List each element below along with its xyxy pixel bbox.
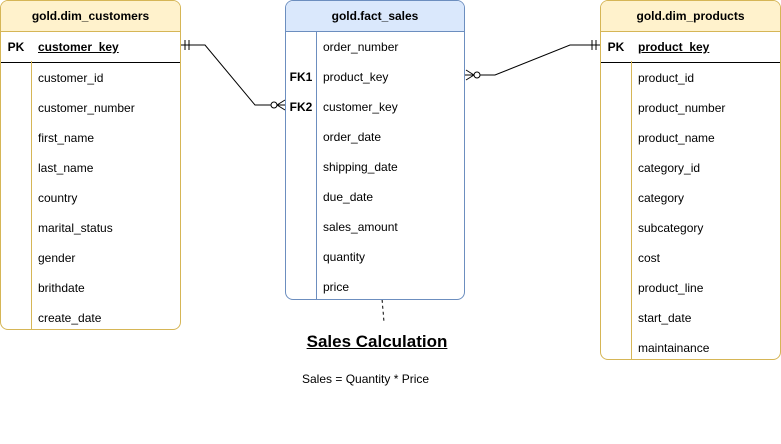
field-row: gender	[1, 243, 180, 273]
field-row: subcategory	[601, 213, 780, 243]
field-name: product_id	[638, 71, 695, 85]
field-name: category	[638, 191, 685, 205]
field-name: product_key	[638, 40, 710, 54]
field-name: quantity	[323, 250, 366, 264]
field-row: customer_number	[1, 93, 180, 123]
field-row: product_id	[601, 63, 780, 93]
fk-label: FK1	[289, 70, 313, 84]
customer-relationship-line	[181, 40, 286, 111]
field-row: category_id	[601, 153, 780, 183]
key-column-divider	[631, 61, 632, 359]
fact-sales-table: gold.fact_sales order_number FK1 product_…	[285, 0, 465, 300]
field-name: first_name	[38, 131, 95, 145]
field-row: marital_status	[1, 213, 180, 243]
field-name: brithdate	[38, 281, 85, 295]
field-row: create_date	[1, 303, 180, 329]
field-name: product_line	[638, 281, 704, 295]
field-name: last_name	[38, 161, 94, 175]
dim-customers-title: gold.dim_customers	[1, 1, 180, 32]
field-name: start_date	[638, 311, 692, 325]
field-row: first_name	[1, 123, 180, 153]
field-name: sales_amount	[323, 220, 398, 234]
key-label	[286, 122, 316, 152]
key-column-divider	[31, 61, 32, 329]
field-row: cost	[601, 243, 780, 273]
field-name: product_name	[638, 131, 715, 145]
field-row: FK2 customer_key	[286, 92, 464, 122]
field-row: sales_amount	[286, 212, 464, 242]
key-label	[286, 242, 316, 272]
pk-label: PK	[7, 40, 25, 54]
key-label	[286, 182, 316, 212]
field-name: product_key	[323, 70, 389, 84]
field-row: shipping_date	[286, 152, 464, 182]
field-row: FK1 product_key	[286, 62, 464, 92]
field-row: price	[286, 272, 464, 299]
field-row: due_date	[286, 182, 464, 212]
field-name: due_date	[323, 190, 374, 204]
key-label	[286, 32, 316, 62]
field-name: customer_id	[38, 71, 104, 85]
field-row: product_line	[601, 273, 780, 303]
field-row: order_date	[286, 122, 464, 152]
dim-customers-table: gold.dim_customers PK customer_key custo…	[0, 0, 181, 330]
field-name: gender	[38, 251, 76, 265]
field-name: order_date	[323, 130, 382, 144]
field-name: shipping_date	[323, 160, 398, 174]
key-label	[286, 272, 316, 299]
field-row: product_name	[601, 123, 780, 153]
field-name: order_number	[323, 40, 399, 54]
field-row: customer_id	[1, 63, 180, 93]
field-name: customer_key	[323, 100, 398, 114]
field-row: order_number	[286, 32, 464, 62]
pk-row: PK customer_key	[1, 32, 180, 63]
field-row: category	[601, 183, 780, 213]
pk-label: PK	[607, 40, 625, 54]
field-name: marital_status	[38, 221, 113, 235]
field-name: subcategory	[638, 221, 704, 235]
fact-sales-title: gold.fact_sales	[286, 1, 464, 32]
note-title: Sales Calculation	[306, 332, 448, 351]
field-row: country	[1, 183, 180, 213]
key-label	[286, 152, 316, 182]
field-row: start_date	[601, 303, 780, 333]
field-name: product_number	[638, 101, 726, 115]
field-name: create_date	[38, 311, 102, 325]
field-row: quantity	[286, 242, 464, 272]
field-name: category_id	[638, 161, 701, 175]
key-label	[286, 212, 316, 242]
product-relationship-line	[465, 40, 600, 81]
dim-products-table: gold.dim_products PK product_key product…	[600, 0, 781, 360]
field-row: product_number	[601, 93, 780, 123]
pk-row: PK product_key	[601, 32, 780, 63]
note-formula: Sales = Quantity * Price	[302, 372, 430, 386]
field-row: maintainance	[601, 333, 780, 359]
field-name: price	[323, 280, 350, 294]
fk-label: FK2	[289, 100, 313, 114]
field-name: customer_number	[38, 101, 135, 115]
field-name: customer_key	[38, 40, 119, 54]
field-name: maintainance	[638, 341, 710, 355]
field-name: country	[38, 191, 78, 205]
field-row: last_name	[1, 153, 180, 183]
dim-products-title: gold.dim_products	[601, 1, 780, 32]
key-column-divider	[316, 31, 317, 299]
field-name: cost	[638, 251, 661, 265]
field-row: brithdate	[1, 273, 180, 303]
